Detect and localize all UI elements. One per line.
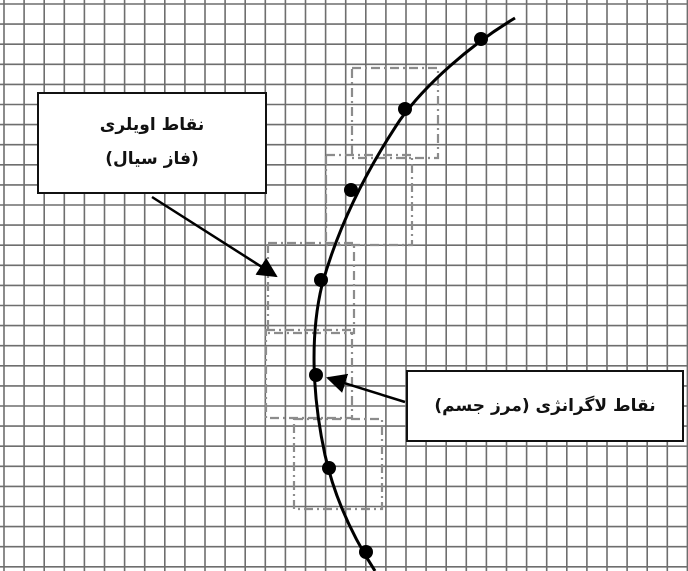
influence-box [292, 417, 384, 511]
lagrangian-point [474, 32, 488, 46]
euler-points-label: نقاط اویلری (فاز سیال) [37, 92, 267, 194]
lagrangian-point [322, 461, 336, 475]
lagrangian-point [398, 102, 412, 116]
influence-box [350, 66, 440, 160]
euler-label-subtitle: (فاز سیال) [105, 149, 199, 169]
lagrangian-point [314, 273, 328, 287]
lagrangian-point [309, 368, 323, 382]
lagrangian-influence-boxes [264, 66, 440, 511]
lagrangian-point [359, 545, 373, 559]
influence-box [266, 241, 356, 335]
lagrange-pointer-arrow [326, 373, 406, 404]
influence-box [264, 328, 354, 420]
body-boundary-curve [312, 16, 516, 571]
lagrange-points-label: نقاط لاگرانژی (مرز جسم) [406, 370, 684, 442]
euler-label-title: نقاط اویلری [99, 115, 205, 136]
lagrangian-point [344, 183, 358, 197]
lagrange-label-text: نقاط لاگرانژی (مرز جسم) [434, 396, 656, 416]
influence-box [324, 153, 414, 247]
euler-pointer-arrow [151, 195, 278, 278]
lagrangian-points [309, 32, 488, 559]
